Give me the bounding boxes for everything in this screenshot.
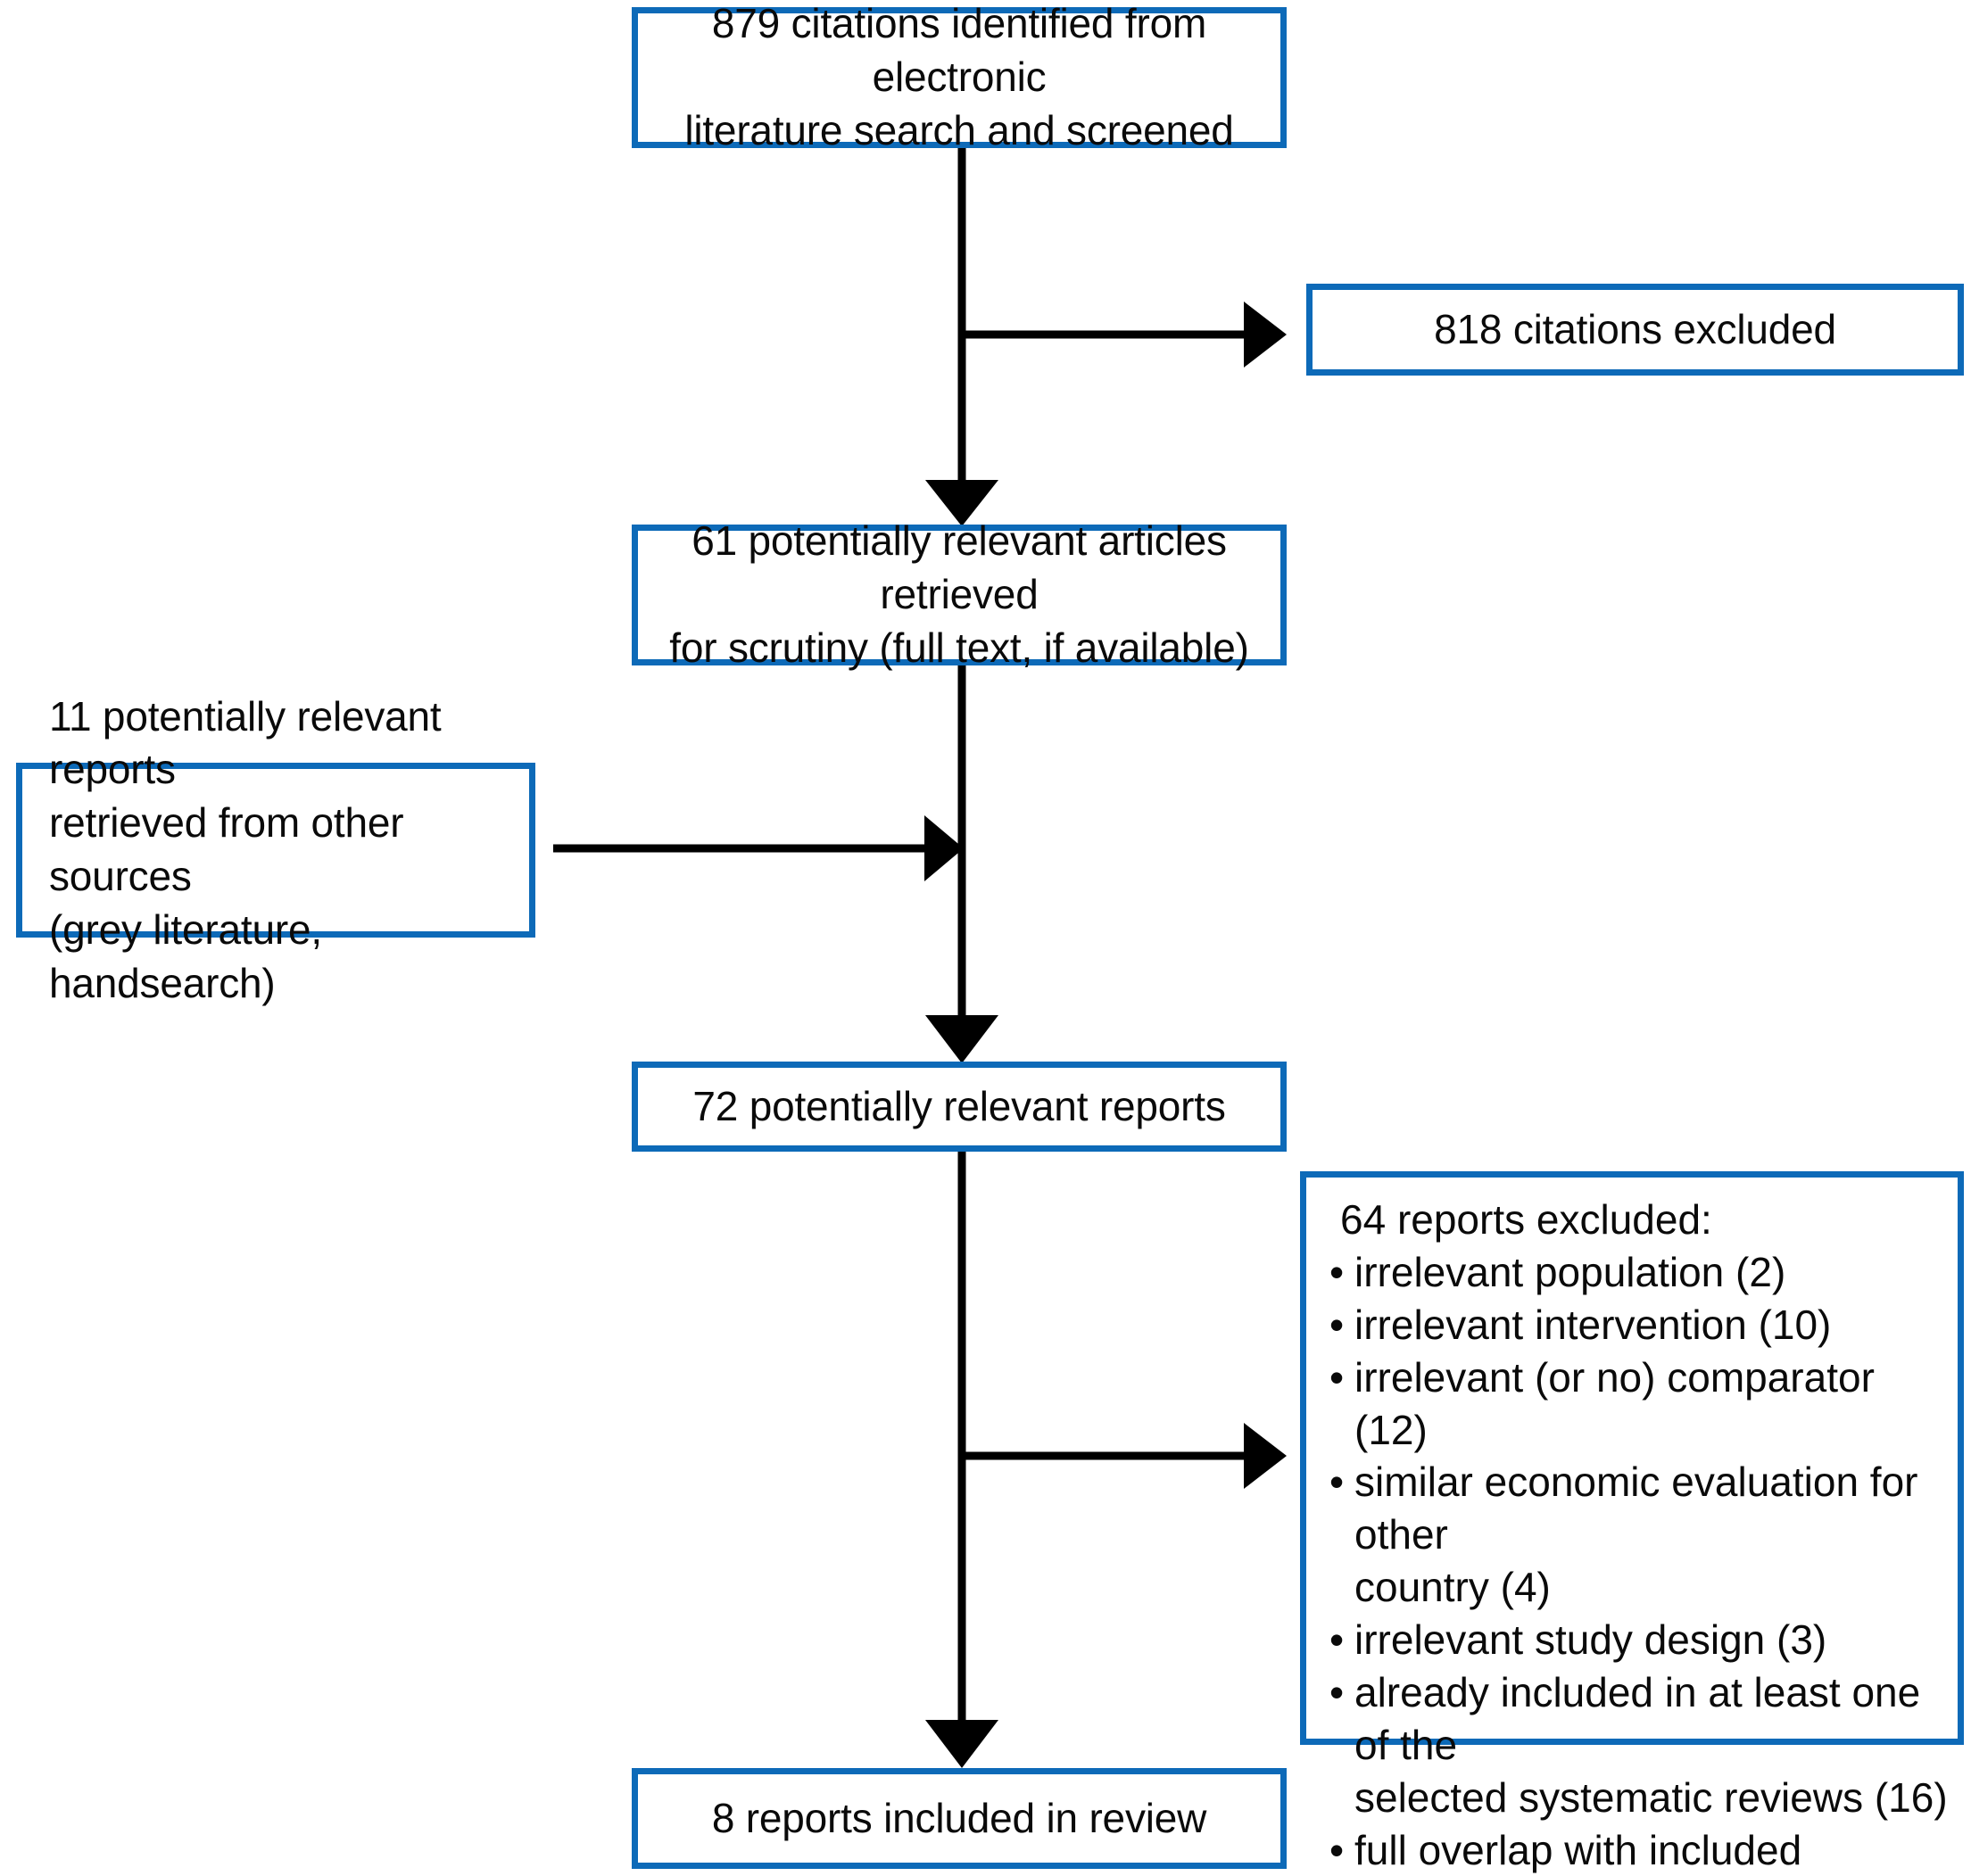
reports-excluded-reason-item: •already included in at least one of the…: [1328, 1666, 1949, 1824]
reports-excluded-reason-text: full overlap with included systematic re…: [1354, 1826, 1802, 1873]
bullet-icon: •: [1329, 1826, 1345, 1873]
bullet-icon: •: [1329, 1616, 1345, 1663]
node-reports-included-label: 8 reports included in review: [711, 1794, 1207, 1841]
connector-relevant-reports-to-included: [925, 1152, 998, 1768]
node-citations-excluded-label: 818 citations excluded: [1434, 305, 1836, 352]
node-articles-retrieved: 61 potentially relevant articles retriev…: [632, 517, 1287, 671]
reports-excluded-reason-item: •irrelevant (or no) comparator (12): [1328, 1351, 1949, 1457]
reports-excluded-content: 64 reports excluded: •irrelevant populat…: [1306, 1178, 1958, 1876]
reports-excluded-reason-text: irrelevant study design (3): [1354, 1616, 1827, 1663]
connector-identified-to-excluded-citations: [962, 302, 1287, 368]
reports-excluded-reason-list: •irrelevant population (2)•irrelevant in…: [1328, 1246, 1949, 1876]
node-reports-other-sources-label: 11 potentially relevant reports retrieve…: [49, 692, 442, 1006]
node-potentially-relevant-reports-label: 72 potentially relevant reports: [692, 1082, 1226, 1129]
reports-excluded-reason-text: irrelevant intervention (10): [1354, 1301, 1832, 1348]
node-potentially-relevant-reports: 72 potentially relevant reports: [632, 1062, 1287, 1152]
reports-excluded-reason-item: •full overlap with included systematic r…: [1328, 1824, 1949, 1876]
bullet-icon: •: [1329, 1301, 1345, 1348]
node-reports-included: 8 reports included in review: [632, 1768, 1287, 1869]
reports-excluded-reason-text: already included in at least one of the …: [1354, 1668, 1948, 1821]
reports-excluded-reason-text: irrelevant (or no) comparator (12): [1354, 1353, 1875, 1453]
bullet-icon: •: [1329, 1459, 1345, 1506]
connector-identified-to-retrieved: [925, 148, 998, 526]
bullet-icon: •: [1329, 1248, 1345, 1295]
reports-excluded-reason-item: •irrelevant population (2): [1328, 1246, 1949, 1299]
reports-excluded-reason-item: •irrelevant study design (3): [1328, 1614, 1949, 1666]
node-citations-identified: 879 citations identified from electronic…: [632, 0, 1287, 153]
reports-excluded-reason-item: •irrelevant intervention (10): [1328, 1299, 1949, 1351]
node-citations-excluded: 818 citations excluded: [1306, 284, 1964, 376]
reports-excluded-heading: 64 reports excluded:: [1340, 1196, 1712, 1243]
node-reports-excluded: 64 reports excluded: •irrelevant populat…: [1300, 1171, 1964, 1873]
connector-retrieved-to-relevant-reports: [925, 665, 998, 1063]
node-citations-identified-label: 879 citations identified from electronic…: [684, 0, 1234, 153]
connector-relevant-reports-to-excluded-reports: [962, 1423, 1287, 1489]
reports-excluded-reason-item: •similar economic evaluation for other c…: [1328, 1456, 1949, 1614]
connector-other-sources-to-trunk: [553, 815, 964, 881]
reports-excluded-reason-text: similar economic evaluation for other co…: [1354, 1459, 1918, 1611]
node-reports-other-sources: 11 potentially relevant reports retrieve…: [16, 693, 535, 1006]
node-articles-retrieved-label: 61 potentially relevant articles retriev…: [669, 517, 1249, 671]
bullet-icon: •: [1329, 1668, 1345, 1715]
reports-excluded-reason-text: irrelevant population (2): [1354, 1248, 1786, 1295]
bullet-icon: •: [1329, 1353, 1345, 1401]
